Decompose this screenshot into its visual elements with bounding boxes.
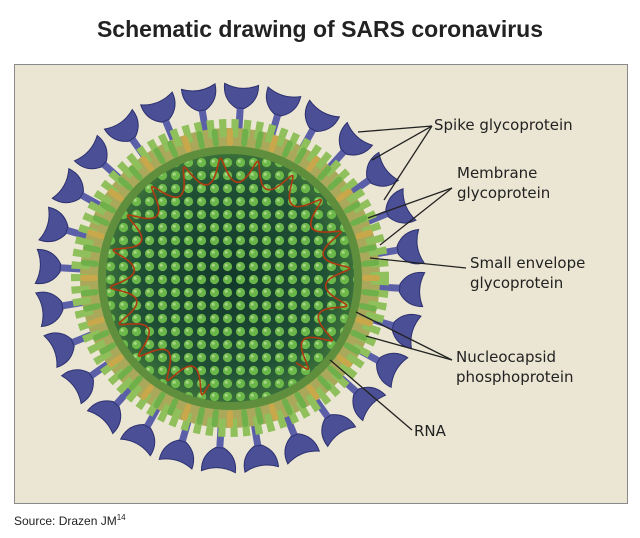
membrane-glycoprotein (241, 409, 249, 428)
membrane-glycoprotein (83, 303, 101, 312)
membrane-glycoprotein (99, 342, 117, 355)
spike-glycoprotein (180, 83, 217, 136)
membrane-glycoprotein (87, 316, 105, 327)
membrane-glycoprotein (80, 259, 99, 267)
membrane-glycoprotein (181, 135, 192, 153)
spike-glycoprotein (60, 358, 114, 405)
membrane-glycoprotein (281, 140, 293, 158)
source-text: Source: Drazen JM (14, 514, 117, 528)
membrane-glycoprotein (227, 128, 233, 146)
membrane-glycoprotein (108, 188, 124, 202)
membrane-glycoprotein-layer (80, 128, 380, 428)
membrane-glycoprotein (196, 407, 205, 425)
membrane-glycoprotein (336, 188, 352, 202)
membrane-glycoprotein (359, 244, 377, 253)
spike-glycoprotein (281, 410, 320, 465)
membrane-glycoprotein (153, 147, 166, 165)
rna-coil (109, 157, 351, 396)
membrane-glycoprotein (362, 275, 380, 281)
label-nucleocapsid-line1: Nucleocapsid (456, 348, 556, 366)
membrane-glycoprotein (359, 303, 377, 312)
source-caption: Source: Drazen JM14 (14, 513, 126, 528)
membrane-glycoprotein (255, 407, 264, 425)
source-ref: 14 (116, 513, 126, 522)
membrane-glycoprotein (361, 289, 380, 297)
membrane-glycoprotein (153, 391, 166, 409)
spike-glycoprotein (34, 248, 86, 285)
membrane-glycoprotein (80, 289, 99, 297)
membrane-glycoprotein (99, 201, 117, 214)
membrane-glycoprotein (241, 128, 249, 147)
membrane-glycoprotein (117, 365, 133, 380)
membrane-glycoprotein (336, 354, 352, 368)
membrane-glycoprotein (140, 156, 154, 172)
membrane-glycoprotein (306, 156, 320, 172)
spike-glycoprotein (374, 271, 426, 308)
spike-glycoprotein (119, 402, 163, 457)
membrane-glycoprotein (140, 384, 154, 400)
spike-glycoprotein (310, 394, 357, 448)
membrane-glycoprotein (294, 147, 307, 165)
membrane-glycoprotein (211, 128, 219, 147)
label-small-envelope-line2: glycoprotein (470, 274, 563, 292)
membrane-glycoprotein (211, 409, 219, 428)
membrane-glycoprotein (350, 215, 368, 227)
membrane-glycoprotein (350, 329, 368, 341)
membrane-glycoprotein (227, 410, 233, 428)
membrane-glycoprotein (167, 140, 179, 158)
label-membrane-line1: Membrane (457, 164, 537, 182)
spike-glycoprotein (38, 206, 92, 243)
membrane-glycoprotein (181, 403, 192, 421)
leader-lines (329, 125, 467, 431)
membrane-glycoprotein (355, 229, 373, 240)
spike-glycoprotein (346, 151, 400, 198)
membrane-glycoprotein (268, 135, 279, 153)
membrane-glycoprotein (83, 244, 101, 253)
membrane-glycoprotein (87, 229, 105, 240)
membrane-glycoprotein (80, 275, 98, 281)
label-rna: RNA (414, 422, 447, 440)
membrane-glycoprotein (361, 259, 380, 267)
label-nucleocapsid-line2: phosphoprotein (456, 368, 574, 386)
membrane-glycoprotein (294, 391, 307, 409)
label-membrane-line2: glycoprotein (457, 184, 550, 202)
diagram-title: Schematic drawing of SARS coronavirus (96, 16, 544, 42)
membrane-glycoprotein (317, 165, 332, 181)
membrane-glycoprotein (306, 384, 320, 400)
membrane-glycoprotein (108, 354, 124, 368)
membrane-glycoprotein (92, 215, 110, 227)
membrane-glycoprotein (327, 365, 343, 380)
membrane-glycoprotein (255, 131, 264, 149)
membrane-glycoprotein (117, 176, 133, 191)
membrane-glycoprotein (327, 176, 343, 191)
membrane-glycoprotein (128, 375, 143, 391)
rna-strand (109, 157, 351, 396)
membrane-glycoprotein (281, 398, 293, 416)
spike-glycoprotein (223, 82, 260, 134)
membrane-glycoprotein (167, 398, 179, 416)
membrane-glycoprotein (317, 375, 332, 391)
spike-glycoprotein (86, 383, 136, 435)
membrane-glycoprotein (128, 165, 143, 181)
spike-glycoprotein (243, 420, 280, 473)
membrane-glycoprotein (92, 329, 110, 341)
membrane-glycoprotein (355, 316, 373, 327)
membrane-glycoprotein (343, 342, 361, 355)
label-spike-glycoprotein: Spike glycoprotein (434, 116, 573, 134)
membrane-glycoprotein (343, 201, 361, 214)
nucleocapsid-particles (106, 154, 354, 402)
label-small-envelope-line1: Small envelope (470, 254, 585, 272)
membrane-glycoprotein (196, 131, 205, 149)
membrane-glycoprotein (268, 403, 279, 421)
